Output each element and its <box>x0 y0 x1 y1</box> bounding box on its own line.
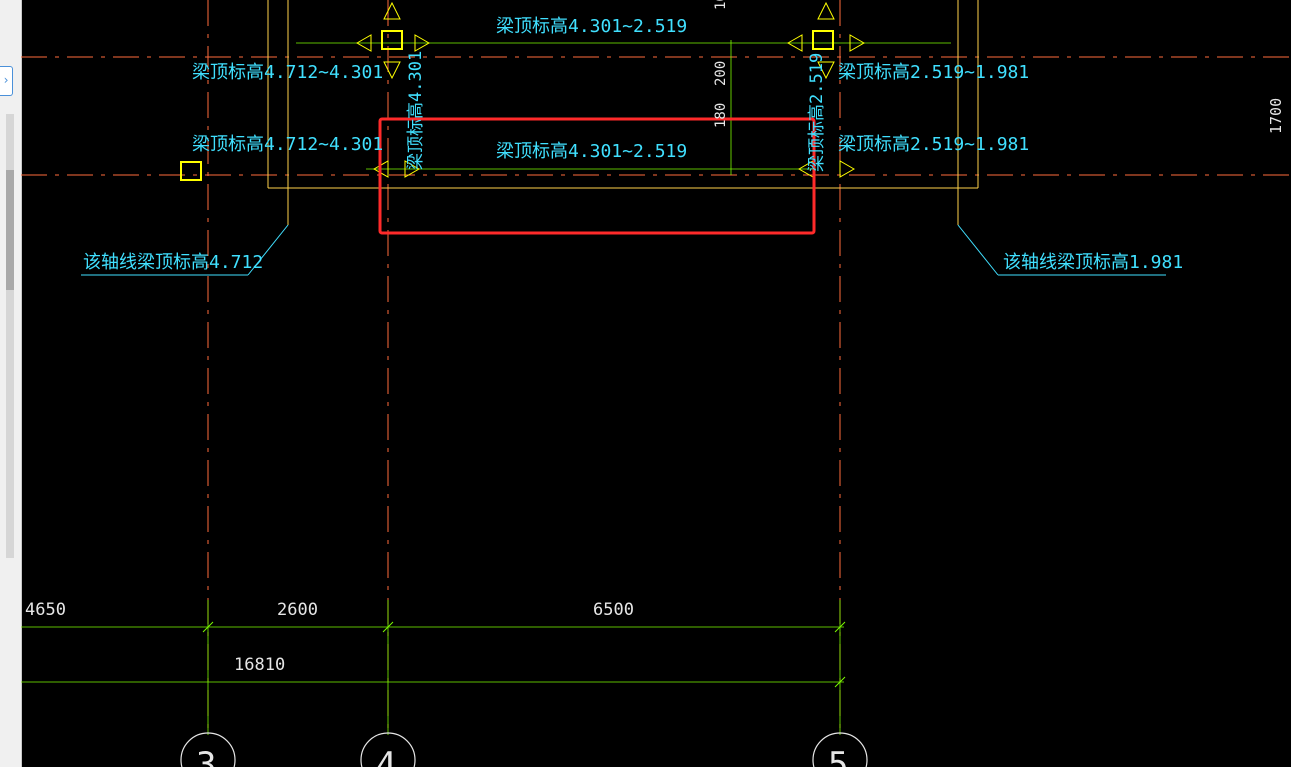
dim-text-200: 200 <box>713 61 729 86</box>
collapse-arrow-icon[interactable]: › <box>0 66 13 96</box>
axis-bubble-5[interactable] <box>812 732 868 767</box>
left-panel-strip: › <box>0 0 22 767</box>
dimension-text-4650: 4650 <box>25 600 66 620</box>
grip-handle[interactable] <box>812 30 834 50</box>
beam-label-left-2: 梁顶标高4.712~4.301 <box>192 134 383 155</box>
cad-drawing[interactable]: 梁顶标高4.301~2.519 梁顶标高4.712~4.301 梁顶标高4.71… <box>21 0 1291 767</box>
axis-bubble-4[interactable] <box>360 732 416 767</box>
beam-label-middle: 梁顶标高4.301~2.519 <box>496 141 687 162</box>
panel-scrollbar-track[interactable] <box>6 114 14 558</box>
axis-label-5: 5 <box>828 745 848 767</box>
axis-label-3: 3 <box>196 745 216 767</box>
dimension-text-total: 16810 <box>234 655 285 675</box>
beam-outline <box>247 224 289 276</box>
dim-text-cut: 10 <box>713 0 729 10</box>
beam-label-top: 梁顶标高4.301~2.519 <box>496 16 687 37</box>
grip-handle[interactable] <box>381 30 403 50</box>
panel-scrollbar-thumb[interactable] <box>6 170 14 290</box>
dimension-text-6500: 6500 <box>593 600 634 620</box>
axis-bubble-3[interactable] <box>180 732 236 767</box>
beam-label-right-2: 梁顶标高2.519~1.981 <box>838 134 1029 155</box>
beam-label-vertical-right: 梁顶标高2.519 <box>807 53 827 172</box>
axis-label-4: 4 <box>376 745 396 767</box>
cad-drawing-canvas[interactable]: 梁顶标高4.301~2.519 梁顶标高4.712~4.301 梁顶标高4.71… <box>21 0 1291 767</box>
grip-handle[interactable] <box>180 161 202 181</box>
dim-text-1700: 1700 <box>1267 98 1285 134</box>
beam-label-right-1: 梁顶标高2.519~1.981 <box>838 62 1029 83</box>
grip-arrows-left[interactable] <box>355 1 431 178</box>
axis-note-left: 该轴线梁顶标高4.712 <box>83 252 263 273</box>
beam-label-left-1: 梁顶标高4.712~4.301 <box>192 62 383 83</box>
beam-label-vertical-left: 梁顶标高4.301 <box>406 51 426 170</box>
dimension-text-2600: 2600 <box>277 600 318 620</box>
dim-text-180: 180 <box>713 103 729 128</box>
beam-outline <box>957 224 999 276</box>
axis-note-right: 该轴线梁顶标高1.981 <box>1003 252 1183 273</box>
highlight-selection-box <box>378 117 816 235</box>
